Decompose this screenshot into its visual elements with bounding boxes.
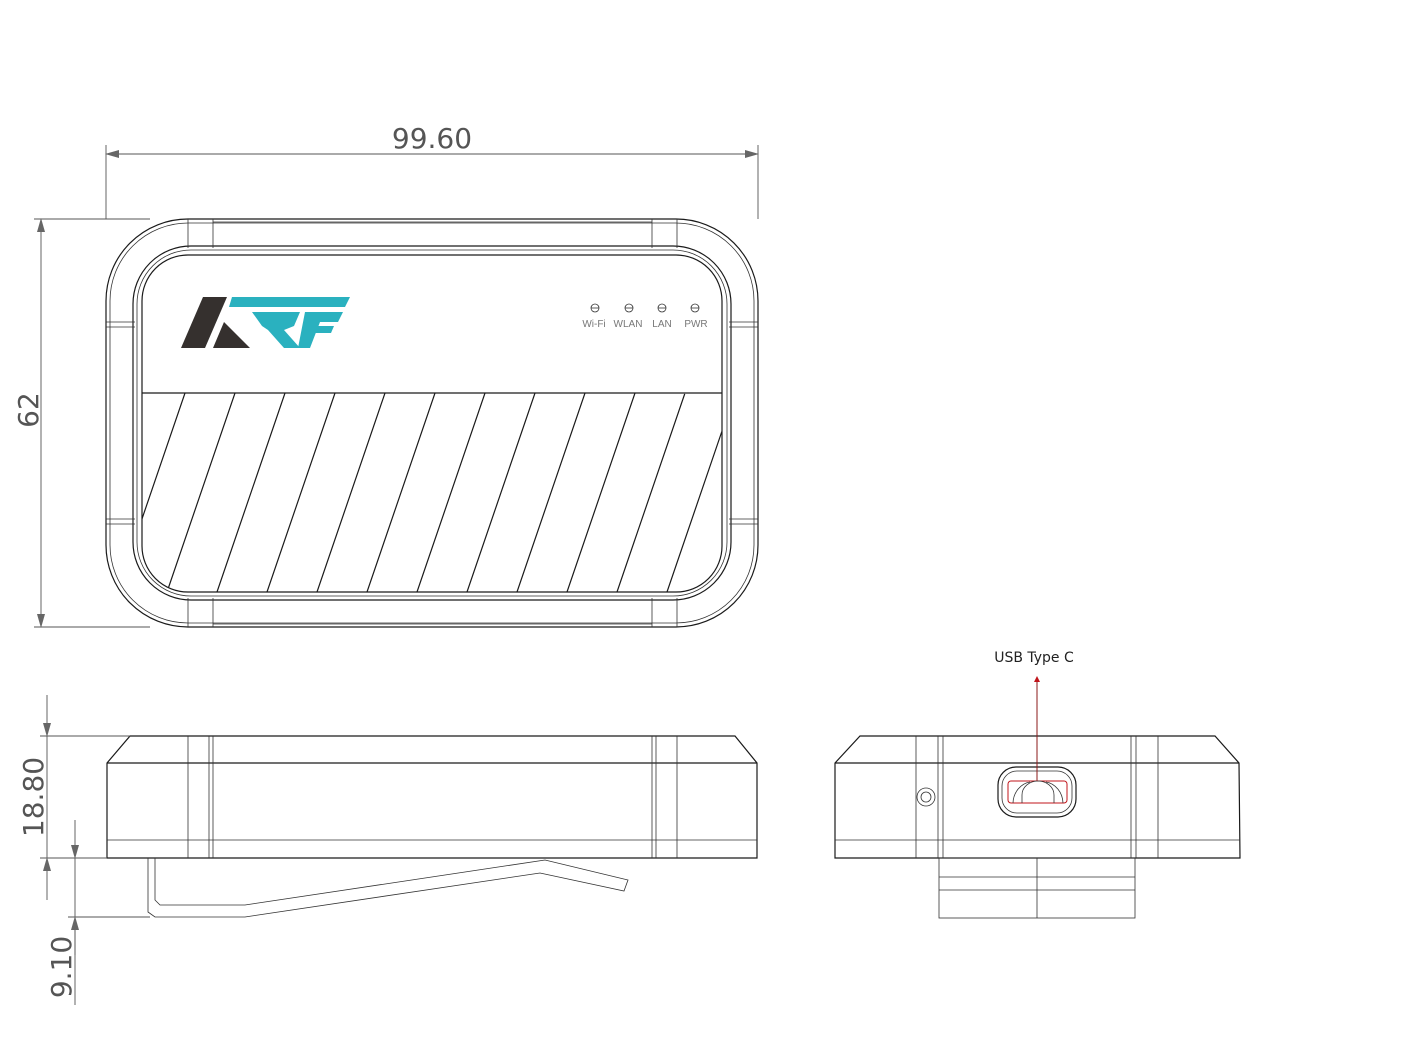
clip-height-dimension: 9.10 (45, 820, 150, 1005)
stripe (666, 393, 722, 592)
height-dimension: 18.80 (17, 695, 130, 900)
stripe (416, 393, 486, 592)
usb-label: USB Type C (994, 650, 1074, 666)
led-label: WLAN (614, 319, 643, 330)
clip-height-value: 9.10 (45, 936, 78, 998)
led-label: LAN (652, 319, 671, 330)
stripe (366, 393, 436, 592)
height-value: 18.80 (17, 757, 50, 837)
led-indicators: Wi-Fi WLAN LAN PWR (582, 303, 708, 330)
stripe (616, 393, 686, 592)
stripe (166, 393, 236, 592)
belt-clip (147, 858, 629, 918)
arf-logo (181, 297, 350, 348)
led-label: PWR (684, 319, 707, 330)
stripe (516, 393, 586, 592)
depth-value: 62 (12, 392, 45, 428)
stripe (566, 393, 636, 592)
width-dimension: 99.60 (105, 122, 759, 219)
led-wifi: Wi-Fi (582, 303, 606, 330)
stripe (266, 393, 336, 592)
depth-dimension: 62 (12, 218, 150, 628)
clip-front (938, 857, 1136, 919)
usb-callout: USB Type C (994, 650, 1074, 781)
stripe (216, 393, 286, 592)
width-value: 99.60 (392, 122, 472, 155)
side-view (106, 735, 758, 918)
led-lan: LAN (652, 303, 672, 330)
top-view: Wi-Fi WLAN LAN PWR (105, 218, 759, 628)
button-icon (916, 787, 936, 807)
stripe (316, 393, 386, 592)
led-wlan: WLAN (614, 303, 643, 330)
stripe (142, 393, 186, 592)
diagonal-stripes (142, 393, 722, 592)
stripe (466, 393, 536, 592)
led-label: Wi-Fi (582, 319, 605, 330)
led-pwr: PWR (684, 303, 708, 330)
usb-c-port (997, 766, 1077, 818)
